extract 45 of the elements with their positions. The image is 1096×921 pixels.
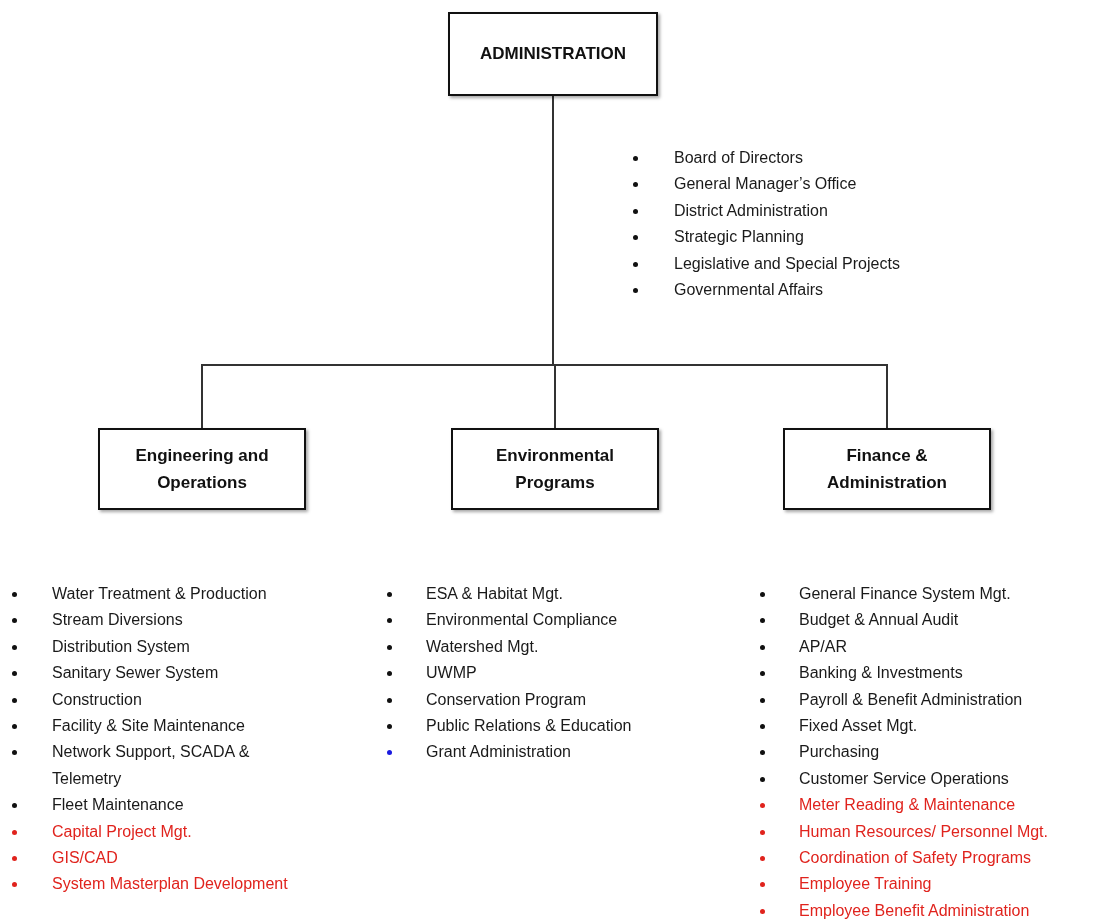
function-list-item: Employee Benefit Administration: [760, 897, 1096, 921]
function-list-item: UWMP: [387, 660, 717, 687]
function-list-item: Banking & Investments: [760, 660, 1096, 687]
function-list-item: General Finance System Mgt.: [760, 581, 1096, 608]
function-list-item: Conservation Program: [387, 686, 717, 714]
function-list-item: Grant Administration: [387, 739, 717, 766]
function-list-item: Board of Directors: [633, 145, 963, 172]
function-list-item: Human Resources/ Personnel Mgt.: [760, 818, 1096, 846]
department-box: [783, 428, 991, 510]
function-list-item: Sanitary Sewer System: [12, 660, 302, 687]
function-list-item: District Administration: [633, 197, 963, 225]
function-list-item: Network Support, SCADA & Telemetry: [12, 739, 302, 793]
function-list-item: Fleet Maintenance: [12, 792, 302, 819]
function-list-item: Stream Diversions: [12, 607, 302, 634]
function-list-item: General Manager’s Office: [633, 171, 963, 198]
function-list-item: Customer Service Operations: [760, 765, 1096, 793]
function-list-item: Watershed Mgt.: [387, 633, 717, 661]
function-list-item: Strategic Planning: [633, 224, 963, 251]
function-list-item: AP/AR: [760, 633, 1096, 661]
function-list-item: Public Relations & Education: [387, 713, 717, 740]
department-title: ADMINISTRATION: [478, 43, 628, 66]
function-list-item: Budget & Annual Audit: [760, 607, 1096, 634]
function-list-item: Fixed Asset Mgt.: [760, 713, 1096, 740]
function-list-item: Governmental Affairs: [633, 277, 963, 304]
function-list-item: GIS/CAD: [12, 845, 302, 872]
function-list-item: Environmental Compliance: [387, 607, 717, 634]
function-list-item: Employee Training: [760, 871, 1096, 898]
function-list-item: Payroll & Benefit Administration: [760, 686, 1096, 714]
function-list-item: Capital Project Mgt.: [12, 818, 302, 846]
function-list-item: Water Treatment & Production: [12, 581, 302, 608]
function-list-item: Legislative and Special Projects: [633, 250, 963, 278]
department-title: Finance & Administration: [826, 444, 948, 494]
function-list-item: System Masterplan Development: [12, 871, 302, 898]
function-list-item: Distribution System: [12, 633, 302, 661]
department-box: [448, 12, 658, 96]
department-box: [98, 428, 306, 510]
department-title: Engineering and Operations: [134, 444, 270, 494]
function-list-item: Coordination of Safety Programs: [760, 845, 1096, 872]
function-list-item: Meter Reading & Maintenance: [760, 792, 1096, 819]
function-list-item: Purchasing: [760, 739, 1096, 766]
function-list-item: Facility & Site Maintenance: [12, 713, 302, 740]
function-list-item: ESA & Habitat Mgt.: [387, 581, 717, 608]
function-list-item: Construction: [12, 686, 302, 714]
department-title: Environmental Programs: [494, 444, 616, 494]
department-box: [451, 428, 659, 510]
